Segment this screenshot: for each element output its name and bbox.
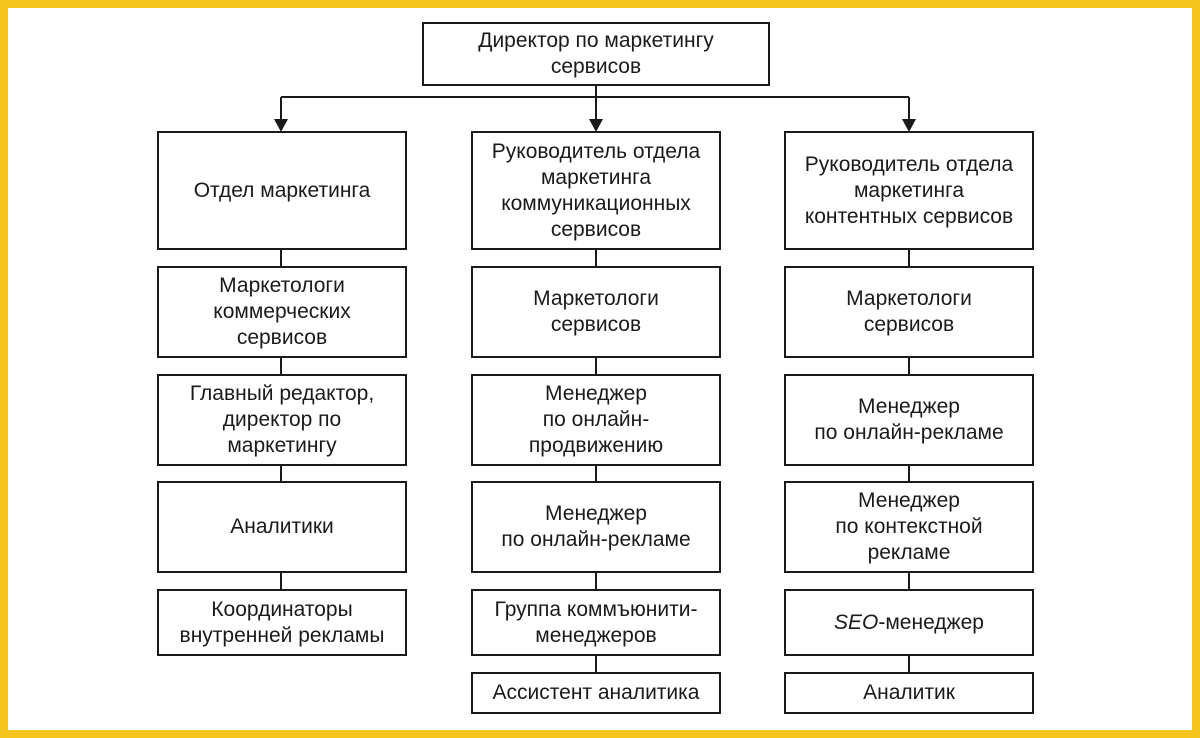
col1-item-analysts: Аналитики <box>157 481 407 573</box>
col2-item-online-promotion-manager: Менеджер по онлайн- продвижению <box>471 374 721 466</box>
arrowhead-col2 <box>589 119 603 132</box>
col3-item-service-marketers: Маркетологи сервисов <box>784 266 1034 358</box>
col3-item-seo-manager: SEO-менеджер <box>784 589 1034 656</box>
col3-head-content-services: Руководитель отдела маркетинга контентны… <box>784 131 1034 250</box>
col1-item-internal-ad-coordinators: Координаторы внутренней рекламы <box>157 589 407 656</box>
col3-item-analyst: Аналитик <box>784 672 1034 714</box>
col3-item-contextual-ads-manager: Менеджер по контекстной рекламе <box>784 481 1034 573</box>
col3-item-online-ads-manager: Менеджер по онлайн-рекламе <box>784 374 1034 466</box>
col2-item-service-marketers: Маркетологи сервисов <box>471 266 721 358</box>
seo-rest: -менеджер <box>878 610 984 634</box>
seo-label: SEO-менеджер <box>834 610 984 636</box>
col1-item-commercial-marketers: Маркетологи коммерческих сервисов <box>157 266 407 358</box>
arrowhead-col1 <box>274 119 288 132</box>
col2-item-analyst-assistant: Ассистент аналитика <box>471 672 721 714</box>
col2-item-community-managers: Группа коммъюнити- менеджеров <box>471 589 721 656</box>
col1-item-chief-editor: Главный редактор, директор по маркетингу <box>157 374 407 466</box>
col2-item-online-ads-manager: Менеджер по онлайн-рекламе <box>471 481 721 573</box>
seo-italic: SEO <box>834 610 879 634</box>
col1-head-marketing-dept: Отдел маркетинга <box>157 131 407 250</box>
root-box-director: Директор по маркетингу сервисов <box>422 22 770 86</box>
col2-head-communication-services: Руководитель отдела маркетинга коммуника… <box>471 131 721 250</box>
arrowhead-col3 <box>902 119 916 132</box>
